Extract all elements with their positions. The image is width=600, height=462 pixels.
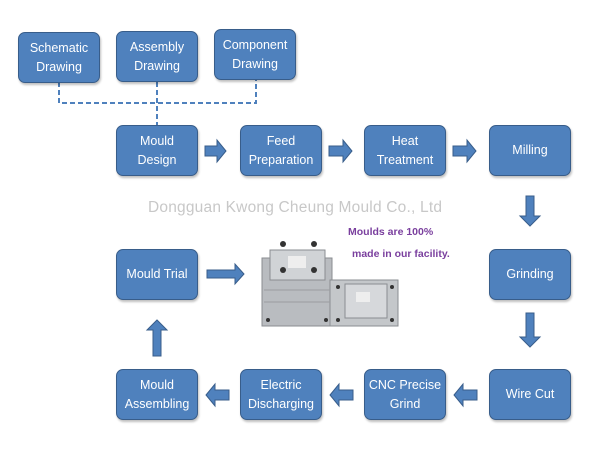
step-schematic-drawing: Schematic Drawing [18,32,100,83]
arrow-up [145,319,169,357]
arrow-right [452,138,477,164]
arrow-right [206,262,245,286]
step-wire-cut: Wire Cut [489,369,571,420]
arrow-left [453,382,478,408]
watermark: Dongguan Kwong Cheung Mould Co., Ltd [148,199,443,216]
step-feed-preparation: Feed Preparation [240,125,322,176]
step-mould-design: Mould Design [116,125,198,176]
photo-caption-line1: Moulds are 100% [348,226,434,238]
photo-caption-line2: made in our facility. [352,248,450,260]
step-component-drawing: Component Drawing [214,29,296,80]
step-mould-trial: Mould Trial [116,249,198,300]
dashed-connector [58,80,257,125]
arrow-left [329,382,354,408]
step-cnc-precise-grind: CNC Precise Grind [364,369,446,420]
arrow-down [518,195,542,227]
step-mould-assembling: Mould Assembling [116,369,198,420]
arrow-right [204,138,227,164]
arrow-left [205,382,230,408]
arrow-down [518,312,542,348]
mould-photo [261,241,399,327]
step-milling: Milling [489,125,571,176]
arrow-right [328,138,353,164]
step-heat-treatment: Heat Treatment [364,125,446,176]
step-assembly-drawing: Assembly Drawing [116,31,198,82]
step-grinding: Grinding [489,249,571,300]
step-electric-discharging: Electric Discharging [240,369,322,420]
